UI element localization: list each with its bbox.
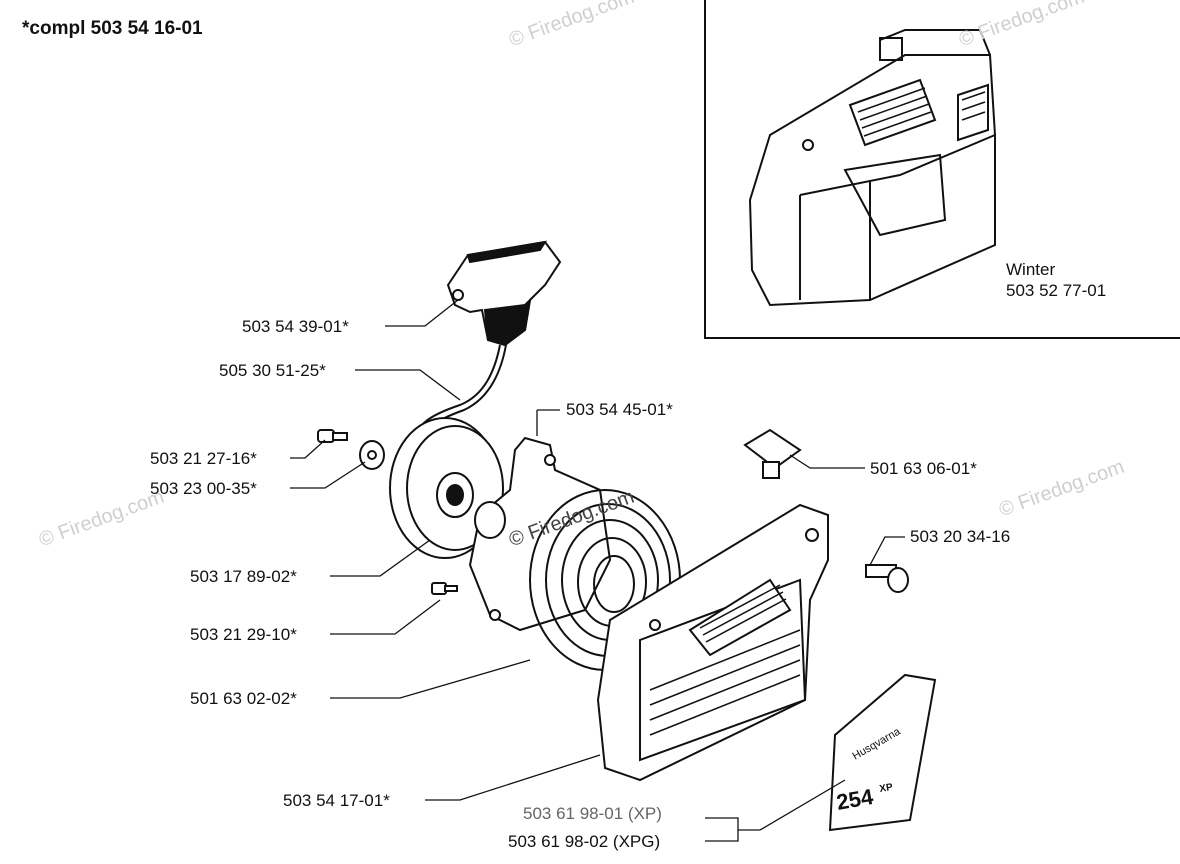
inset-frame (704, 0, 1180, 339)
winter-cover-drawing (748, 29, 996, 307)
part-label-handle: 503 54 39-01* (242, 317, 349, 336)
plug (743, 428, 802, 479)
inset-part-number: 503 52 77-01 (1006, 281, 1107, 301)
part-label-screw: 503 21 27-16* (150, 449, 257, 468)
part-label-small-screw: 503 21 29-10* (190, 625, 297, 644)
part-label-decal-xp: 503 61 98-01 (XP) (523, 804, 662, 823)
inset-name: Winter (1006, 260, 1056, 279)
rope-pulley (389, 417, 504, 559)
leader-lines (290, 299, 905, 842)
part-label-cover: 503 54 17-01* (283, 791, 390, 810)
small-screw (431, 582, 458, 595)
decal: Husqvarna 254 XP (828, 673, 937, 832)
part-label-washer: 503 23 00-35* (150, 479, 257, 498)
part-label-housing-plate: 503 54 45-01* (566, 400, 673, 419)
starter-cover (596, 503, 829, 782)
screw-washer (317, 429, 385, 470)
part-label-rope: 505 30 51-25* (219, 361, 326, 380)
part-label-spring: 501 63 02-02* (190, 689, 297, 708)
starter-handle (446, 240, 562, 347)
part-label-decal-xpg: 503 61 98-02 (XPG) (508, 832, 661, 851)
part-label-bolt: 503 20 34-16 (910, 527, 1011, 546)
inset-label: Winter 503 52 77-01 (1006, 259, 1106, 302)
assembly-title: *compl 503 54 16-01 (22, 18, 203, 39)
part-label-plug: 501 63 06-01* (870, 459, 977, 478)
bolt (865, 564, 909, 593)
decal-suffix: XP (879, 782, 894, 795)
part-label-pulley: 503 17 89-02* (190, 567, 297, 586)
